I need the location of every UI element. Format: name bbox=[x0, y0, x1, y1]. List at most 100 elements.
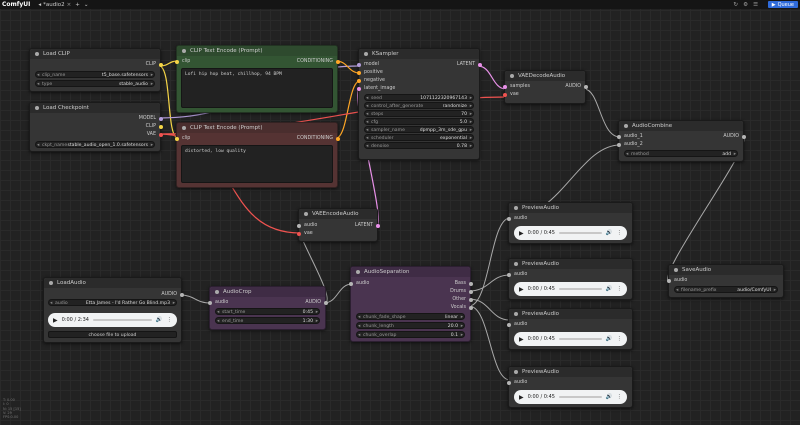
input-audio[interactable]: audio bbox=[507, 272, 527, 277]
node-vae-decode-audio[interactable]: VAEDecodeAudio samples vae AUDIO bbox=[503, 70, 588, 104]
audio-player[interactable]: ▶ 0:00 / 0:45 🔊 ⋮ bbox=[514, 332, 627, 346]
output-latent[interactable]: LATENT bbox=[355, 223, 380, 228]
input-audio[interactable]: audio bbox=[297, 223, 317, 228]
more-options-icon[interactable]: ⋮ bbox=[616, 230, 623, 236]
play-icon[interactable]: ▶ bbox=[519, 229, 524, 237]
audio-player[interactable]: ▶ 0:00 / 2:34 🔊 ⋮ bbox=[48, 313, 177, 327]
audio-progress-bar[interactable] bbox=[558, 396, 602, 398]
volume-icon[interactable]: 🔊 bbox=[605, 394, 613, 400]
play-icon[interactable]: ▶ bbox=[519, 393, 524, 401]
node-ksampler[interactable]: KSampler model positive negative latent_… bbox=[357, 48, 482, 160]
node-save-audio[interactable]: SaveAudio audio filename_prefixaudio/Com… bbox=[667, 264, 784, 298]
play-icon[interactable]: ▶ bbox=[53, 316, 58, 324]
more-options-icon[interactable]: ⋮ bbox=[616, 394, 623, 400]
refresh-icon[interactable]: ↻ bbox=[733, 1, 739, 8]
node-load-checkpoint[interactable]: Load Checkpoint MODEL CLIP VAE ckpt_name… bbox=[29, 102, 163, 152]
input-clip[interactable]: clip bbox=[175, 59, 190, 64]
workflow-tab[interactable]: ◂ *audio2 × bbox=[34, 0, 75, 9]
output-audio[interactable]: AUDIO bbox=[161, 292, 184, 297]
upload-button[interactable]: choose file to upload bbox=[48, 331, 177, 338]
more-options-icon[interactable]: ⋮ bbox=[166, 317, 173, 323]
input-audio-1[interactable]: audio_1 bbox=[617, 134, 643, 139]
input-samples[interactable]: samples bbox=[503, 84, 530, 89]
input-audio[interactable]: audio bbox=[507, 216, 527, 221]
input-clip[interactable]: clip bbox=[175, 136, 190, 141]
output-conditioning[interactable]: CONDITIONING bbox=[297, 59, 340, 64]
output-audio[interactable]: AUDIO bbox=[723, 134, 746, 139]
output-audio[interactable]: AUDIO bbox=[305, 300, 328, 305]
node-audio-separation[interactable]: AudioSeparation audio Bass Drums Other V… bbox=[349, 266, 473, 342]
input-audio[interactable]: audio bbox=[507, 380, 527, 385]
settings-icon[interactable]: ⚙ bbox=[743, 1, 749, 8]
add-tab-icon[interactable]: + bbox=[75, 1, 80, 8]
queue-button[interactable]: ▶ Queue bbox=[767, 1, 798, 8]
node-preview-audio[interactable]: PreviewAudio audio ▶ 0:00 / 0:45 🔊 ⋮ bbox=[507, 258, 633, 300]
node-preview-audio[interactable]: PreviewAudio audio ▶ 0:00 / 0:45 🔊 ⋮ bbox=[507, 202, 633, 244]
audio-progress-bar[interactable] bbox=[558, 232, 602, 234]
output-bass[interactable]: Bass bbox=[455, 281, 473, 286]
output-clip[interactable]: CLIP bbox=[146, 62, 163, 67]
input-model[interactable]: model bbox=[357, 62, 379, 67]
audio-player[interactable]: ▶ 0:00 / 0:45 🔊 ⋮ bbox=[514, 282, 627, 296]
input-audio-2[interactable]: audio_2 bbox=[617, 142, 643, 147]
output-conditioning[interactable]: CONDITIONING bbox=[297, 136, 340, 141]
more-options-icon[interactable]: ⋮ bbox=[616, 336, 623, 342]
ckpt-name-widget[interactable]: ckpt_namestable_audio_open_1.0.safetenso… bbox=[35, 141, 155, 149]
audio-progress-bar[interactable] bbox=[558, 288, 602, 290]
output-vocals[interactable]: Vocals bbox=[451, 305, 473, 310]
play-icon[interactable]: ▶ bbox=[519, 335, 524, 343]
input-vae[interactable]: vae bbox=[297, 231, 313, 236]
output-other[interactable]: Other bbox=[452, 297, 473, 302]
output-drums[interactable]: Drums bbox=[450, 289, 473, 294]
input-audio[interactable]: audio bbox=[507, 322, 527, 327]
prompt-textarea[interactable]: Lofi hip hop beat, chillhop, 94 BPM bbox=[181, 68, 333, 108]
input-audio[interactable]: audio bbox=[208, 300, 228, 305]
audio-progress-bar[interactable] bbox=[558, 338, 602, 340]
output-vae[interactable]: VAE bbox=[147, 132, 163, 137]
output-clip[interactable]: CLIP bbox=[146, 124, 163, 129]
play-icon[interactable]: ▶ bbox=[519, 285, 524, 293]
volume-icon[interactable]: 🔊 bbox=[155, 317, 163, 323]
node-load-clip[interactable]: Load CLIP CLIP clip_namet5_base.safetens… bbox=[29, 48, 163, 92]
more-options-icon[interactable]: ⋮ bbox=[616, 286, 623, 292]
volume-icon[interactable]: 🔊 bbox=[605, 286, 613, 292]
audio-player[interactable]: ▶ 0:00 / 0:45 🔊 ⋮ bbox=[514, 226, 627, 240]
audio-player[interactable]: ▶ 0:00 / 0:45 🔊 ⋮ bbox=[514, 390, 627, 404]
input-audio[interactable]: audio bbox=[667, 278, 687, 283]
audio-progress-bar[interactable] bbox=[92, 319, 152, 321]
menu-icon[interactable]: ☰ bbox=[753, 1, 758, 8]
input-vae[interactable]: vae bbox=[503, 92, 519, 97]
close-icon[interactable]: × bbox=[66, 1, 72, 8]
volume-icon[interactable]: 🔊 bbox=[605, 230, 613, 236]
input-negative[interactable]: negative bbox=[357, 78, 385, 83]
input-latent-image[interactable]: latent_image bbox=[357, 86, 395, 91]
output-audio[interactable]: AUDIO bbox=[565, 84, 588, 89]
node-preview-audio[interactable]: PreviewAudio audio ▶ 0:00 / 0:45 🔊 ⋮ bbox=[507, 308, 633, 350]
input-positive[interactable]: positive bbox=[357, 70, 383, 75]
chevron-down-icon[interactable]: ◂ bbox=[38, 1, 42, 8]
chevron-down-icon[interactable]: ⌄ bbox=[83, 1, 89, 8]
output-model[interactable]: MODEL bbox=[139, 116, 163, 121]
node-audio-combine[interactable]: AudioCombine audio_1 audio_2 AUDIO metho… bbox=[617, 120, 746, 162]
prompt-textarea[interactable]: distorted, low quality bbox=[181, 145, 333, 183]
input-audio[interactable]: audio bbox=[349, 281, 369, 286]
node-preview-audio[interactable]: PreviewAudio audio ▶ 0:00 / 0:45 🔊 ⋮ bbox=[507, 366, 633, 408]
output-latent[interactable]: LATENT bbox=[457, 62, 482, 67]
